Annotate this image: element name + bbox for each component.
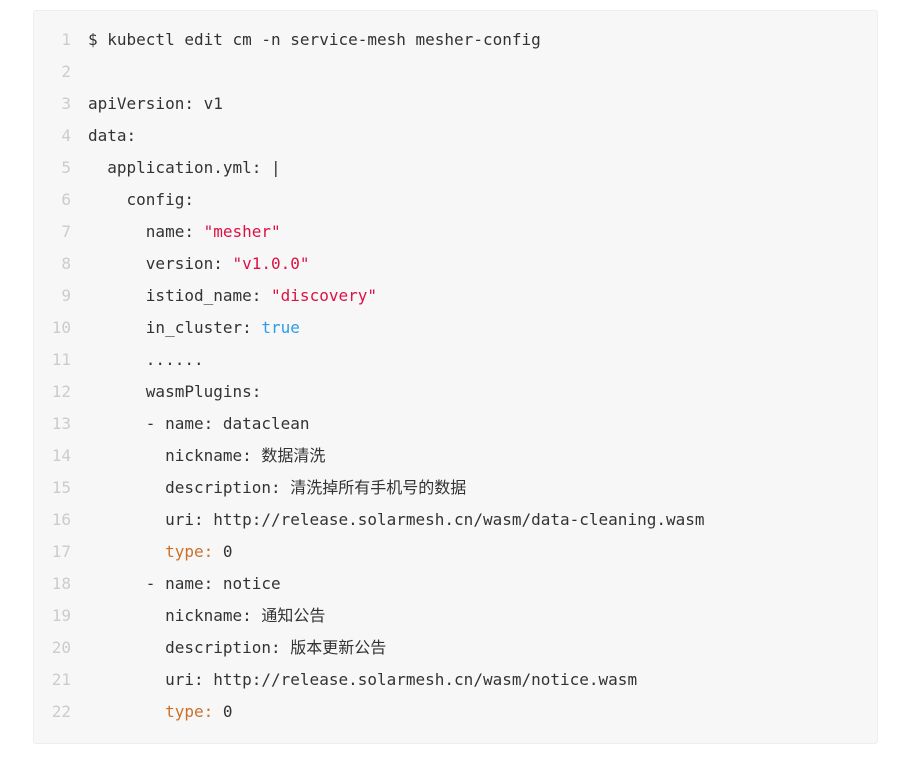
line-number: 2 <box>61 62 71 81</box>
line-number: 1 <box>61 30 71 49</box>
line-number: 12 <box>51 382 71 401</box>
code-line: 18 - name: notice <box>34 568 877 600</box>
code-segment: apiVersion: v1 <box>88 94 223 113</box>
line-number: 11 <box>51 350 71 369</box>
code-text: istiod_name: "discovery" <box>88 280 377 312</box>
code-text: type: 0 <box>88 536 233 568</box>
code-text: ...... <box>88 344 204 376</box>
code-text: data: <box>88 120 136 152</box>
line-number: 7 <box>61 222 71 241</box>
code-line: 19 nickname: 通知公告 <box>34 600 877 632</box>
code-line: 21 uri: http://release.solarmesh.cn/wasm… <box>34 664 877 696</box>
code-text: uri: http://release.solarmesh.cn/wasm/no… <box>88 664 637 696</box>
code-line: 10 in_cluster: true <box>34 312 877 344</box>
code-segment: description: 版本更新公告 <box>88 638 387 657</box>
code-segment: nickname: 数据清洗 <box>88 446 326 465</box>
code-segment: description: 清洗掉所有手机号的数据 <box>88 478 467 497</box>
line-number: 8 <box>61 254 71 273</box>
line-number: 6 <box>61 190 71 209</box>
line-number: 14 <box>51 446 71 465</box>
code-segment <box>88 702 165 721</box>
line-number: 19 <box>51 606 71 625</box>
code-segment: - name: notice <box>88 574 281 593</box>
code-segment: ...... <box>88 350 204 369</box>
code-segment: 0 <box>213 542 233 561</box>
code-text: description: 清洗掉所有手机号的数据 <box>88 472 466 504</box>
code-segment: nickname: 通知公告 <box>88 606 326 625</box>
line-number: 17 <box>51 542 71 561</box>
code-line: 14 nickname: 数据清洗 <box>34 440 877 472</box>
line-number: 13 <box>51 414 71 433</box>
code-segment: 0 <box>213 702 233 721</box>
line-number: 3 <box>61 94 71 113</box>
code-text: apiVersion: v1 <box>88 88 223 120</box>
code-segment: true <box>261 318 300 337</box>
line-number: 15 <box>51 478 71 497</box>
code-segment: name: <box>88 222 204 241</box>
line-number: 20 <box>51 638 71 657</box>
line-number: 5 <box>61 158 71 177</box>
line-number: 18 <box>51 574 71 593</box>
code-segment: type: <box>165 542 214 561</box>
code-block: 1 $ kubectl edit cm -n service-mesh mesh… <box>33 10 878 744</box>
code-segment: "v1.0.0" <box>232 254 310 273</box>
code-text: nickname: 数据清洗 <box>88 440 325 472</box>
code-text: wasmPlugins: <box>88 376 262 408</box>
line-number: 10 <box>51 318 71 337</box>
code-segment: - name: dataclean <box>88 414 310 433</box>
code-line: 6 config: <box>34 184 877 216</box>
code-line: 16 uri: http://release.solarmesh.cn/wasm… <box>34 504 877 536</box>
code-text: - name: notice <box>88 568 281 600</box>
code-line: 2 <box>34 56 877 88</box>
code-line: 3 apiVersion: v1 <box>34 88 877 120</box>
code-line: 12 wasmPlugins: <box>34 376 877 408</box>
code-segment: version: <box>88 254 233 273</box>
code-text: config: <box>88 184 194 216</box>
code-line: 1 $ kubectl edit cm -n service-mesh mesh… <box>34 24 877 56</box>
code-line: 4 data: <box>34 120 877 152</box>
code-text: in_cluster: true <box>88 312 300 344</box>
code-segment: uri: http://release.solarmesh.cn/wasm/da… <box>88 510 705 529</box>
code-segment <box>88 542 165 561</box>
code-text: - name: dataclean <box>88 408 310 440</box>
code-line: 17 type: 0 <box>34 536 877 568</box>
code-segment: type: <box>165 702 214 721</box>
line-number: 9 <box>61 286 71 305</box>
code-segment: data: <box>88 126 137 145</box>
code-segment: $ kubectl edit cm -n service-mesh mesher… <box>88 30 541 49</box>
code-line: 8 version: "v1.0.0" <box>34 248 877 280</box>
code-segment: config: <box>88 190 194 209</box>
code-line: 13 - name: dataclean <box>34 408 877 440</box>
code-text: name: "mesher" <box>88 216 281 248</box>
code-segment: "mesher" <box>203 222 281 241</box>
code-line: 15 description: 清洗掉所有手机号的数据 <box>34 472 877 504</box>
line-number: 21 <box>51 670 71 689</box>
code-text: type: 0 <box>88 696 233 728</box>
code-text: application.yml: | <box>88 152 281 184</box>
code-segment: wasmPlugins: <box>88 382 262 401</box>
code-segment: "discovery" <box>271 286 377 305</box>
line-number: 22 <box>51 702 71 721</box>
code-line: 7 name: "mesher" <box>34 216 877 248</box>
code-line: 5 application.yml: | <box>34 152 877 184</box>
code-line: 22 type: 0 <box>34 696 877 728</box>
code-line: 20 description: 版本更新公告 <box>34 632 877 664</box>
code-line: 9 istiod_name: "discovery" <box>34 280 877 312</box>
line-number: 16 <box>51 510 71 529</box>
code-text: $ kubectl edit cm -n service-mesh mesher… <box>88 24 541 56</box>
code-text: nickname: 通知公告 <box>88 600 325 632</box>
code-text: description: 版本更新公告 <box>88 632 386 664</box>
code-segment: application.yml: | <box>88 158 281 177</box>
code-segment: in_cluster: <box>88 318 262 337</box>
code-segment: istiod_name: <box>88 286 272 305</box>
line-number: 4 <box>61 126 71 145</box>
code-segment: uri: http://release.solarmesh.cn/wasm/no… <box>88 670 638 689</box>
code-text: uri: http://release.solarmesh.cn/wasm/da… <box>88 504 705 536</box>
code-lines-container: 1 $ kubectl edit cm -n service-mesh mesh… <box>34 24 877 728</box>
code-line: 11 ...... <box>34 344 877 376</box>
code-text: version: "v1.0.0" <box>88 248 310 280</box>
